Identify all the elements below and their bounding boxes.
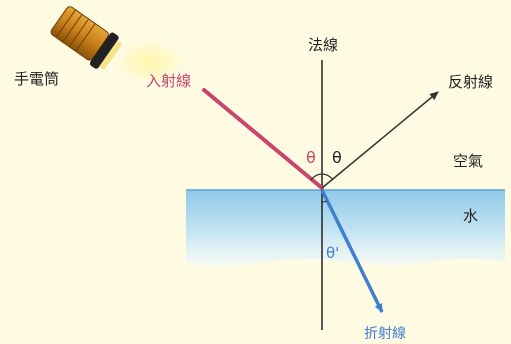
incident-ray [202, 88, 324, 190]
flashlight-icon [50, 6, 184, 84]
theta-incident-label: θ [306, 148, 316, 167]
incident-ray-label: 入射線 [146, 72, 191, 90]
water-label: 水 [463, 207, 478, 225]
reflected-ray [321, 91, 439, 189]
refracted-angle-arc [321, 200, 328, 203]
air-label: 空氣 [453, 152, 483, 170]
reflected-angle-arc [321, 173, 334, 181]
reflected-ray-label: 反射線 [448, 73, 493, 91]
normal-label: 法線 [308, 36, 338, 54]
theta-reflected-label: θ [332, 148, 342, 167]
water-region [186, 190, 505, 267]
refracted-ray-label: 折射線 [364, 326, 406, 342]
theta-refracted-label: θ' [326, 244, 339, 262]
flashlight-label: 手電筒 [14, 70, 59, 88]
incident-angle-arc [310, 173, 323, 181]
refracted-ray [320, 189, 384, 313]
